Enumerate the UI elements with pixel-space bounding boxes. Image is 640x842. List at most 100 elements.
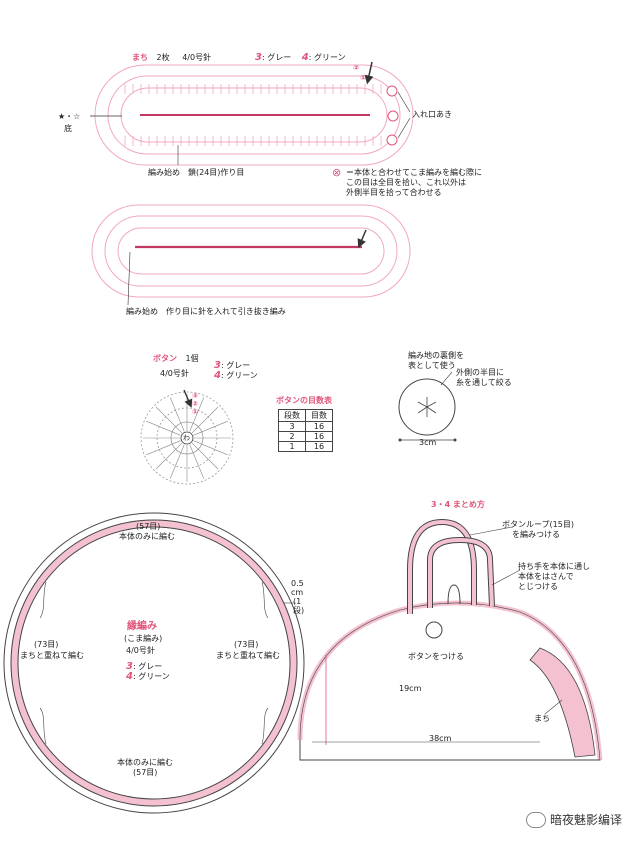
button-back-note-2: 表として使う [408,361,456,370]
table-header-row: 段数 目数 [278,409,333,422]
table-cell: 16 [305,431,333,442]
edging-right-count: (73目) [234,640,259,649]
edging-title: 縁編み [127,621,157,634]
button-back-note-1: 編み地の裏側を [408,351,464,360]
stitch-mark [193,420,228,436]
edging-subtitle: (こま編み) [124,634,163,643]
assembly-handle-3: とじつける [518,582,558,591]
table-header-stitches: 目数 [305,409,333,422]
assembly-button-label: ボタンをつける [408,652,464,661]
stitch-mark [155,442,183,470]
assembly-handle-2: 本体をはさんで [518,572,574,581]
edging-width-2: cm [291,588,304,597]
button-color4: 4: グリーン [214,370,258,383]
gusset-title-row: まち 2枚 4/0号針 [132,53,211,63]
assembly-gusset-label: まち [534,714,550,723]
gusset-start-note-2: 編み始め 作り目に針を入れて引き抜き編み [126,307,286,316]
button-thread-note-2: 糸を通して絞る [456,378,512,387]
edging-color3: 3: グレー [126,661,162,674]
table-cell: 16 [305,421,333,432]
button-needle: 4/0号針 [160,369,189,378]
gusset-start-note: 編み始め 鎖(24目)作り目 [148,168,245,177]
button-diameter: 3cm [419,438,437,447]
edging-circle [3,512,305,814]
stitch-mark [189,444,205,479]
gusset-needle: 4/0号針 [182,53,212,62]
button-count: 1個 [185,354,199,363]
stitch-mark [155,406,183,434]
edging-width-1: 0.5 [291,579,304,588]
edging-needle: 4/0号針 [126,646,155,655]
edging-bottom-count: (57目) [133,768,158,777]
stitch-mark [191,406,219,434]
gusset-note-line2: この目は全目を拾い、これ以外は [346,178,466,187]
assembly-loop-2: を編みつける [512,530,560,539]
button-title: ボタン [153,354,177,363]
table-cell: 1 [278,441,306,452]
gusset-chart-1 [90,61,414,166]
edging-right-label: まちと重ねて編む [216,651,280,660]
button-title-row: ボタン 1個 [153,354,199,364]
table-cell: 2 [278,431,306,442]
button-finished [398,371,457,442]
button-color3-name: : グレー [220,361,251,370]
edging-bottom-label: 本体のみに編む [117,758,173,767]
gusset-color4-num: 4 [301,52,309,63]
gusset-note-symbol: ⊗ [332,166,342,179]
button-num-1: ① [192,408,198,416]
watermark: 暗夜魅影编译 [525,811,622,828]
edging-width-3: (1 [293,597,302,606]
button-table-title: ボタンの目数表 [276,396,332,405]
button-thread-note-1: 外側の半目に [456,368,504,377]
gusset-title: まち [132,53,148,62]
assembly-drawing [297,518,603,761]
stitch-mark [169,397,185,432]
assembly-handle-1: 持ち手を本体に通し [518,562,590,571]
button-center-mark: わ [183,434,190,442]
button-color3: 3: グレー [214,360,250,373]
edging-color4: 4: グリーン [126,671,170,684]
stitch-mark [189,397,205,432]
button-color4-name: : グリーン [220,371,258,380]
gusset-opening-label: 入れ口あき [412,110,452,119]
stitch-mark [146,440,181,456]
button-color4-num: 4 [214,370,221,381]
assembly-title: 3・4 まとめ方 [431,500,485,509]
gusset-color3-name: : グレー [261,53,292,62]
table-header-rounds: 段数 [278,409,306,422]
gusset-color3-num: 3 [255,52,262,63]
gusset-num-1: ① [360,74,366,82]
assembly-height: 19cm [399,684,422,693]
edging-left-label: まちと重ねて編む [20,651,84,660]
assembly-loop-1: ボタンループ(15目) [502,520,574,529]
gusset-color4-name: : グリーン [308,53,346,62]
button-num-3: ③ [192,392,198,400]
edging-color4-name: : グリーン [132,672,170,681]
table-cell: 16 [305,441,333,452]
assembly-width: 38cm [429,734,452,743]
edging-top-count: (57目) [136,522,161,531]
stitch-mark [169,444,185,479]
stitch-mark [146,420,181,436]
stitch-mark [191,442,219,470]
edging-left-count: (73目) [34,640,59,649]
gusset-base-label: 底 [64,124,72,133]
gusset-note-line3: 外側半目を拾って合わせる [346,188,442,197]
gusset-num-2: ② [353,64,359,72]
gusset-base-mark: ★・☆ [58,112,81,121]
button-color3-num: 3 [214,360,221,371]
wechat-icon [525,811,546,828]
edging-title-text: 縁編み [127,621,157,632]
button-chart [140,389,234,485]
edging-width-4: 段) [293,606,305,615]
edging-color3-num: 3 [126,661,133,672]
gusset-count: 2枚 [156,53,170,62]
edging-top-label: 本体のみに編む [119,532,175,541]
gusset-note-line1: ＝本体と合わせてこま編みを編む際に [346,168,482,177]
edging-color3-name: : グレー [132,662,163,671]
